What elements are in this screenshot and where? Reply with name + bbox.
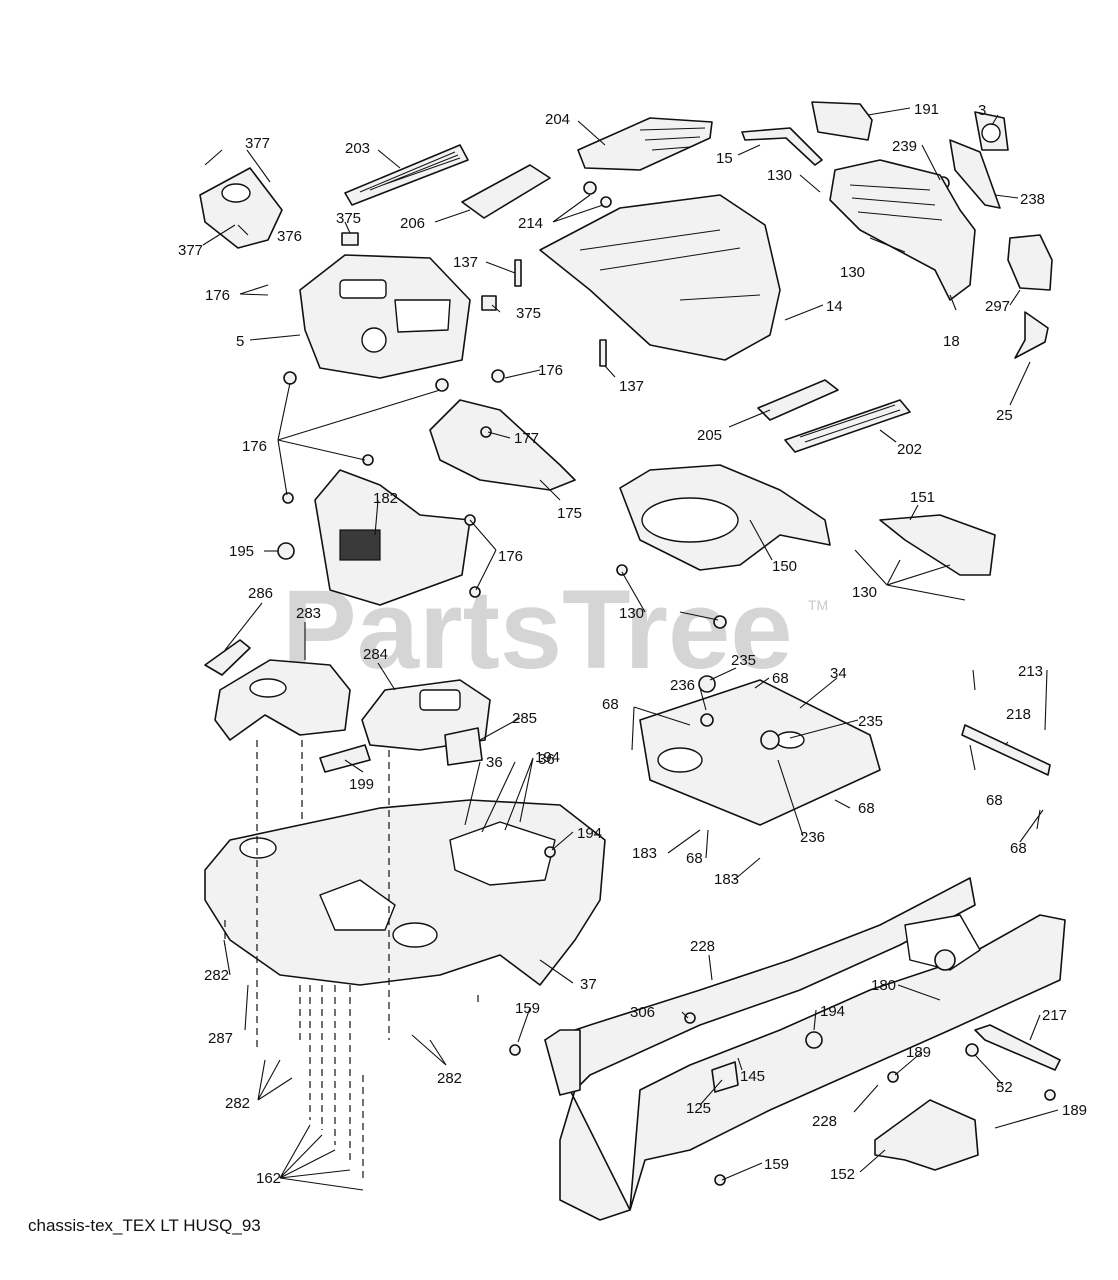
callout-235-right: 235 [858, 713, 883, 730]
callout-labels: 3 5 14 15 18 25 34 36 36 37 52 68 68 68 … [178, 101, 1087, 1187]
callout-282-top: 282 [204, 967, 229, 984]
callout-14: 14 [826, 298, 843, 315]
assembly-lines [224, 740, 479, 1180]
callout-205: 205 [697, 427, 722, 444]
callout-130-upper: 130 [767, 167, 792, 184]
callout-282-middle: 282 [437, 1070, 462, 1087]
callout-194-fender: 194 [535, 749, 560, 766]
callout-375-top: 375 [336, 210, 361, 227]
callout-287: 287 [208, 1030, 233, 1047]
callout-159-top: 159 [515, 1000, 540, 1017]
callout-145: 145 [740, 1068, 765, 1085]
callout-199: 199 [349, 776, 374, 793]
watermark-trademark: TM [808, 597, 828, 613]
callout-238: 238 [1020, 191, 1045, 208]
callout-150: 150 [772, 558, 797, 575]
callout-203: 203 [345, 140, 370, 157]
callout-3: 3 [978, 102, 986, 119]
callout-282-bottom: 282 [225, 1095, 250, 1112]
callout-36-right: 36 [538, 751, 555, 768]
callout-68-top: 68 [772, 670, 789, 687]
callout-213: 213 [1018, 663, 1043, 680]
callout-228-bottom: 228 [812, 1113, 837, 1130]
callout-236-top: 236 [670, 677, 695, 694]
callout-177: 177 [514, 430, 539, 447]
diagram-caption: chassis-tex_TEX LT HUSQ_93 [28, 1216, 261, 1235]
callout-191: 191 [914, 101, 939, 118]
callout-68-bottom: 68 [686, 850, 703, 867]
callout-130-bracket: 130 [852, 584, 877, 601]
callout-15: 15 [716, 150, 733, 167]
callout-228-top: 228 [690, 938, 715, 955]
callout-125: 125 [686, 1100, 711, 1117]
callout-239: 239 [892, 138, 917, 155]
callout-68-corner: 68 [1010, 840, 1027, 857]
callout-377-top: 377 [245, 135, 270, 152]
callout-5: 5 [236, 333, 244, 350]
callout-183-left: 183 [632, 845, 657, 862]
callout-176-upper: 176 [205, 287, 230, 304]
callout-137-top: 137 [453, 254, 478, 271]
callout-189-right: 189 [1062, 1102, 1087, 1119]
callout-36-left: 36 [486, 754, 503, 771]
callout-176-right: 176 [538, 362, 563, 379]
callout-25: 25 [996, 407, 1013, 424]
callout-137-bottom: 137 [619, 378, 644, 395]
callout-37: 37 [580, 976, 597, 993]
callout-284: 284 [363, 646, 388, 663]
callout-195: 195 [229, 543, 254, 560]
callout-162: 162 [256, 1170, 281, 1187]
callout-68-left: 68 [602, 696, 619, 713]
callout-130-center: 130 [619, 605, 644, 622]
callout-176-lower: 176 [498, 548, 523, 565]
callout-159-bottom: 159 [764, 1156, 789, 1173]
callout-297: 297 [985, 298, 1010, 315]
callout-204: 204 [545, 111, 570, 128]
callout-34: 34 [830, 665, 847, 682]
callout-194-frame: 194 [820, 1003, 845, 1020]
callout-217: 217 [1042, 1007, 1067, 1024]
callout-202: 202 [897, 441, 922, 458]
callout-151: 151 [910, 489, 935, 506]
callout-68-right: 68 [858, 800, 875, 817]
callout-130-grille: 130 [840, 264, 865, 281]
callout-236-bottom: 236 [800, 829, 825, 846]
callout-214: 214 [518, 215, 543, 232]
callout-377-bottom: 377 [178, 242, 203, 259]
callout-68-side: 68 [986, 792, 1003, 809]
callout-283: 283 [296, 605, 321, 622]
callout-leader-lines [202, 107, 1059, 1191]
callout-152: 152 [830, 1166, 855, 1183]
callout-176-middle: 176 [242, 438, 267, 455]
callout-375-right: 375 [516, 305, 541, 322]
callout-376: 376 [277, 228, 302, 245]
parts-artwork [199, 101, 1066, 1221]
callout-218: 218 [1006, 706, 1031, 723]
callout-286: 286 [248, 585, 273, 602]
callout-206: 206 [400, 215, 425, 232]
callout-52: 52 [996, 1079, 1013, 1096]
callout-18: 18 [943, 333, 960, 350]
callout-285: 285 [512, 710, 537, 727]
callout-189-top: 189 [906, 1044, 931, 1061]
callout-194-right: 194 [577, 825, 602, 842]
callout-180: 180 [871, 977, 896, 994]
callout-175: 175 [557, 505, 582, 522]
callout-235-top: 235 [731, 652, 756, 669]
callout-182: 182 [373, 490, 398, 507]
callout-183-right: 183 [714, 871, 739, 888]
callout-306: 306 [630, 1004, 655, 1021]
